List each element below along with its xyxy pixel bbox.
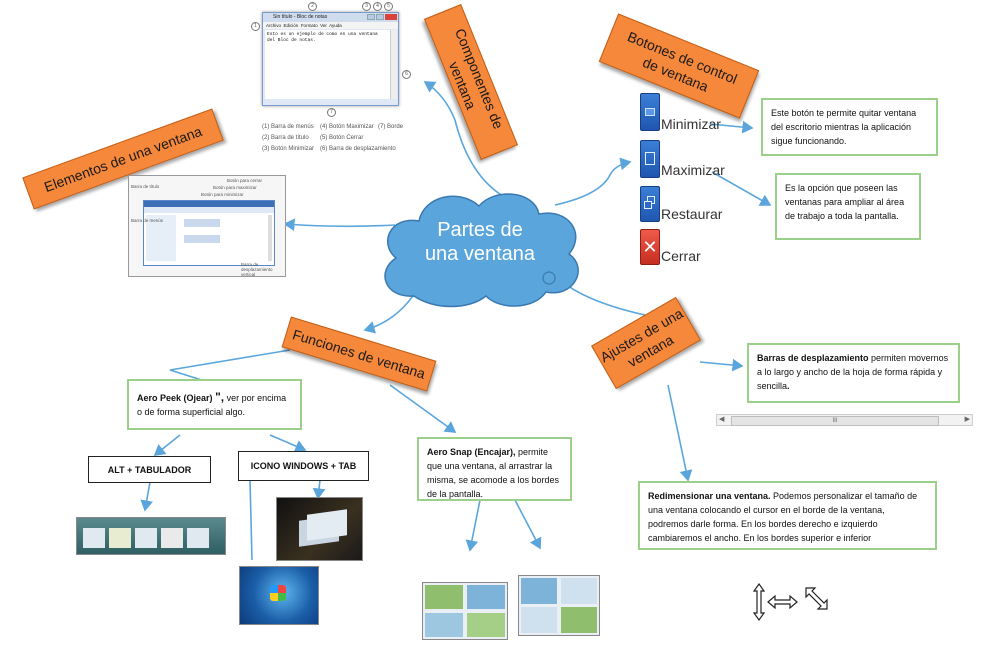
line-to-botones (554, 157, 632, 206)
scrollbar-thumb: III (731, 416, 939, 426)
aero-snap-screenshot-2 (518, 575, 600, 636)
line-funciones-snap (389, 384, 457, 433)
cerrar-label: Cerrar (661, 248, 701, 264)
callout-1: 1 (251, 22, 260, 31)
legend-item: (2) Barra de título (262, 135, 309, 141)
notepad-minimize-icon (367, 14, 375, 20)
line-win-img (312, 479, 326, 500)
line-ajustes-redim (667, 384, 693, 482)
notepad-maximize-icon (376, 14, 384, 20)
alt-tab-box: ALT + TABULADOR (88, 456, 211, 483)
line-peek-alt (153, 434, 181, 456)
aero-snap-screenshot-1 (422, 582, 508, 640)
win-tab-screenshot (276, 497, 363, 561)
line-snap-img2 (514, 499, 542, 550)
windows7-desktop-screenshot (239, 566, 319, 625)
notepad-menubar: Archivo Edición Formato Ver Ayuda (263, 22, 398, 29)
line-ajustes-barras (699, 358, 744, 372)
aero-peek-box: Aero Peek (Ojear) ", ver por encima o de… (127, 379, 302, 430)
scroll-left-icon: ◀ (719, 416, 725, 423)
legend-item: (3) Botón Minimizar (262, 146, 315, 152)
legend-item: (1) Barra de menús (262, 124, 314, 130)
callout-6: 6 (402, 70, 411, 79)
restore-icon (640, 186, 660, 222)
minimizar-label: Minimizar (661, 116, 721, 132)
horizontal-scrollbar-sample: ◀ III ▶ (716, 414, 973, 426)
minimize-icon (640, 93, 660, 131)
restaurar-label: Restaurar (661, 206, 723, 222)
line-alt-img (140, 481, 153, 512)
callout-2: 2 (308, 2, 317, 11)
win-tab-box: ICONO WINDOWS + TAB (238, 451, 369, 481)
line-to-elementos (283, 218, 396, 232)
line-snap-img1 (465, 499, 481, 552)
center-cloud (384, 193, 579, 308)
alt-tab-screenshot (76, 517, 226, 555)
legend-item: (4) Botón Maximizar (320, 124, 374, 130)
resize-cursors-icon (752, 582, 828, 622)
barras-description-box: Barras de desplazamiento permiten movern… (747, 343, 960, 403)
callout-5: 5 (384, 2, 393, 11)
elements-window-image: Barra de título Barra de menús Botón par… (128, 175, 286, 277)
center-title: Partes de una ventana (424, 219, 536, 265)
notepad-close-icon (385, 14, 397, 20)
maximizar-description-box: Es la opción que poseen las ventanas par… (775, 173, 921, 240)
line-max-desc (711, 171, 772, 206)
legend-item: (7) Borde (378, 124, 404, 130)
line-win-img2 (249, 479, 253, 561)
legend-item: (5) Botón Cerrar (320, 135, 364, 141)
aero-snap-box: Aero Snap (Encajar), permite que una ven… (417, 437, 572, 501)
redimensionar-description-box: Redimensionar una ventana. Podemos perso… (638, 481, 937, 550)
line-to-componentes (423, 81, 511, 201)
line-min-desc (709, 120, 754, 134)
notepad-window: Sin título - Bloc de notas Archivo Edici… (262, 12, 399, 106)
notepad-scrollbar (390, 30, 397, 99)
notepad-titlebar: Sin título - Bloc de notas (263, 13, 398, 22)
minimizar-description-box: Este botón te permite quitar ventana del… (761, 98, 938, 156)
close-icon: ✕ (640, 229, 660, 265)
line-funciones-peek (169, 349, 291, 383)
line-peek-win (269, 434, 307, 453)
maximize-icon (640, 140, 660, 178)
notepad-body: Esto es un ejemplo de como en una ventan… (265, 30, 390, 99)
callout-7: 7 (327, 108, 336, 117)
maximizar-label: Maximizar (661, 162, 725, 178)
callout-3: 3 (362, 2, 371, 11)
scroll-right-icon: ▶ (964, 416, 970, 423)
legend-item: (6) Barra de desplazamiento (320, 146, 396, 152)
callout-4: 4 (373, 2, 382, 11)
